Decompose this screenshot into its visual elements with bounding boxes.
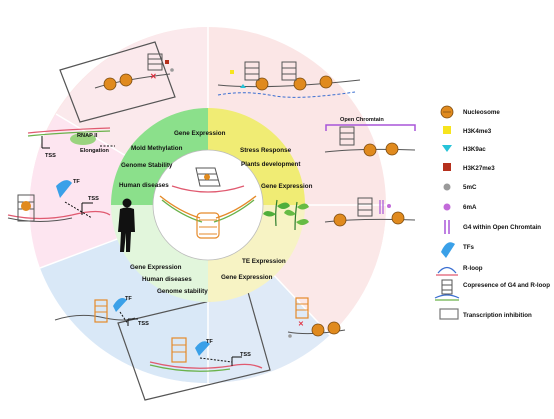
legend-copresence: Copresence of G4 and R-loop bbox=[463, 282, 550, 289]
open-chromatin-panel: Open Chromtain bbox=[324, 117, 416, 157]
legend-tfs: TFs bbox=[463, 244, 475, 251]
tf-icon-bottom bbox=[195, 341, 210, 356]
inhibition-box-upper bbox=[59, 41, 176, 123]
upper-left-nucleosomes: ✕ bbox=[94, 53, 174, 91]
label-gene-expression-right: Gene Expression bbox=[261, 183, 313, 190]
lower-right-inhibition-panel: ✕ bbox=[287, 297, 346, 338]
h3k9ac-icon bbox=[442, 145, 452, 152]
tss-upper-left: TSS bbox=[45, 153, 56, 159]
elongation-label: Elongation bbox=[80, 148, 109, 154]
inhibition-x-icon: ✕ bbox=[150, 72, 157, 81]
legend-5mc: 5mC bbox=[463, 184, 477, 191]
m5c-icon bbox=[443, 183, 451, 191]
human-silhouette-icon bbox=[118, 198, 135, 252]
h3k27me3-icon bbox=[443, 163, 451, 171]
label-genome-stability: Genome Stability bbox=[121, 162, 173, 169]
m6a-icon bbox=[443, 203, 451, 211]
tf-icon-bottom-left bbox=[113, 298, 127, 312]
tf-tss-bottom-panel: TF TSS bbox=[149, 337, 263, 372]
legend-6ma: 6mA bbox=[463, 204, 477, 211]
tf-tss-left-panel: TF TSS bbox=[7, 179, 111, 222]
tf-left-label: TF bbox=[73, 179, 80, 185]
label-human-diseases-top: Human diseases bbox=[119, 182, 169, 189]
legend-nucleosome: Nucleosome bbox=[463, 109, 500, 116]
label-gene-expression-top: Gene Expression bbox=[174, 130, 226, 137]
tss-left-label: TSS bbox=[88, 196, 99, 202]
rnap-label: RNAP II bbox=[77, 133, 98, 139]
tf-icon-left bbox=[56, 180, 72, 198]
tss-rnap-panel: TSS RNAP II Elongation bbox=[27, 127, 115, 159]
legend-h3k9ac: H3K9ac bbox=[463, 146, 486, 153]
label-mold-methylation: Mold Methylation bbox=[131, 145, 183, 152]
tss-bottom-left-label: TSS bbox=[138, 321, 149, 327]
legend-open-chromatin: G4 within Open Chromtain bbox=[463, 224, 541, 231]
inner-ring bbox=[111, 108, 305, 302]
legend-h3k27me3: H3K27me3 bbox=[463, 165, 495, 172]
inhibition-box-lower bbox=[117, 291, 271, 401]
center-g4-structure bbox=[159, 167, 257, 239]
legend-rloop: R-loop bbox=[463, 265, 483, 272]
label-te-expression: TE Expression bbox=[242, 258, 286, 265]
legend-inhibition: Transcription inhibition bbox=[463, 312, 532, 319]
legend-copresence-wrap: Copresence of G4 and R-loop bbox=[463, 282, 550, 289]
tf-tss-lower-left-panel: TF TSS bbox=[54, 296, 149, 327]
upper-right-chromatin bbox=[217, 61, 361, 98]
label-stress-response: Stress Response bbox=[240, 147, 292, 154]
label-human-diseases-bl: Human diseases bbox=[142, 276, 192, 283]
h3k4me3-icon bbox=[443, 126, 451, 134]
rloop-icon bbox=[436, 266, 458, 276]
copresence-icon bbox=[434, 279, 460, 301]
tf-bottom-label: TF bbox=[206, 339, 213, 345]
label-genome-stability-bl: Genome stability bbox=[157, 288, 208, 295]
legend-h3k4me3: H3K4me3 bbox=[463, 128, 492, 135]
rnap-blob bbox=[70, 133, 96, 145]
right-chromatin-panel bbox=[324, 197, 416, 227]
legend: Nucleosome H3K4me3 H3K9ac H3K27me3 5mC 6… bbox=[434, 105, 550, 320]
label-plants-development: Plants development bbox=[241, 161, 301, 168]
svg-text:✕: ✕ bbox=[298, 321, 304, 328]
label-gene-expression-br: Gene Expression bbox=[221, 274, 273, 281]
tf-icon bbox=[441, 242, 455, 258]
open-chromatin-icon bbox=[444, 220, 450, 234]
open-chromatin-label: Open Chromtain bbox=[340, 117, 384, 123]
tss-bottom-label: TSS bbox=[240, 352, 251, 358]
plant-icon bbox=[263, 199, 309, 231]
center-circle bbox=[152, 149, 264, 261]
label-gene-expression-bl: Gene Expression bbox=[130, 264, 182, 271]
tf-bottom-left-label: TF bbox=[125, 296, 132, 302]
inhibition-box-icon bbox=[439, 308, 459, 320]
